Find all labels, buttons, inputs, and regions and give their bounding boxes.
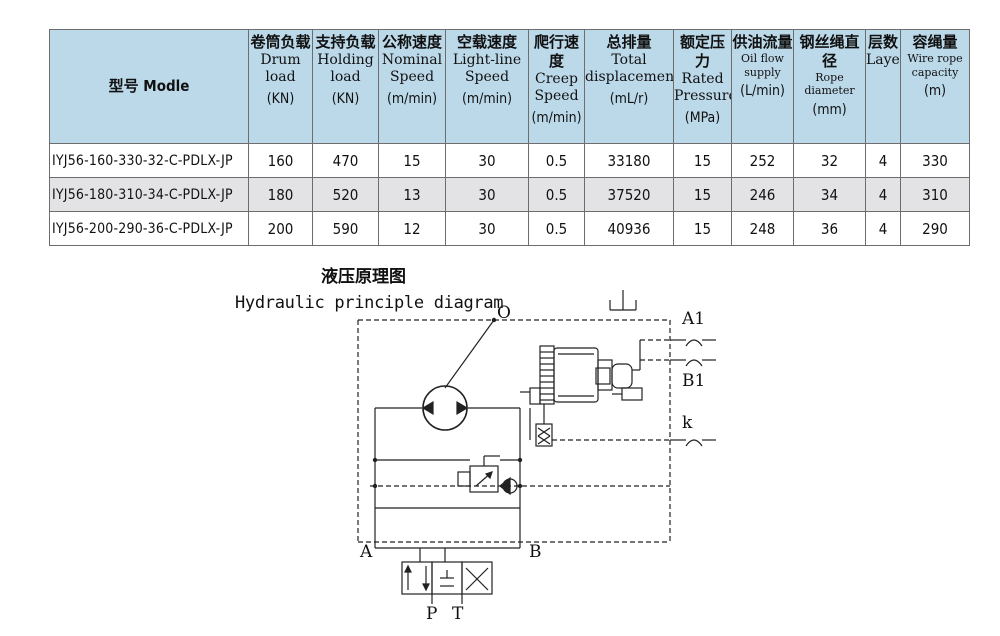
- table-cell: 15: [378, 143, 446, 178]
- table-cell: 36: [793, 211, 866, 246]
- table-cell: 4: [865, 211, 901, 246]
- table-cell: 34: [793, 177, 866, 212]
- port-b-label: B: [529, 542, 542, 562]
- table-cell: 180: [248, 177, 313, 212]
- table-cell: 0.5: [528, 211, 585, 246]
- quick-coupling-a1: [670, 339, 716, 347]
- table-row: IYJ56-200-290-36-C-PDLX-JP 200 590 12 30…: [49, 211, 970, 246]
- drain-lines: [357, 319, 671, 543]
- port-a-label: A: [359, 542, 373, 562]
- table-cell: 252: [731, 143, 794, 178]
- hydraulic-motor-symbol: [421, 385, 469, 431]
- table-cell: 32: [793, 143, 866, 178]
- winch-drum-symbol: [520, 345, 613, 447]
- table-cell: 0.5: [528, 177, 585, 212]
- brake-cylinder-symbol: [595, 340, 643, 401]
- work-lines: [374, 319, 531, 562]
- directional-valve-symbol: [401, 561, 493, 604]
- diagram-title-zh: 液压原理图: [321, 267, 406, 287]
- table-cell: 330: [900, 143, 970, 178]
- table-cell: 30: [445, 177, 529, 212]
- table-cell: 290: [900, 211, 970, 246]
- table-cell: 310: [900, 177, 970, 212]
- table-cell: 33180: [584, 143, 674, 178]
- quick-coupling-b1: [670, 359, 716, 367]
- table-cell: 13: [378, 177, 446, 212]
- table-cell: 590: [312, 211, 379, 246]
- model-header: 型号 Modle: [49, 29, 249, 144]
- table-row: IYJ56-180-310-34-C-PDLX-JP 180 520 13 30…: [49, 177, 970, 212]
- port-o-label: O: [497, 303, 511, 323]
- counterbalance-valve-symbol: [457, 455, 518, 496]
- quick-coupling-k: [670, 439, 716, 447]
- table-cell: 4: [865, 143, 901, 178]
- port-p-label: P: [426, 604, 437, 624]
- port-b1-label: B1: [682, 371, 705, 391]
- table-cell: 200: [248, 211, 313, 246]
- model-cell: IYJ56-200-290-36-C-PDLX-JP: [49, 211, 249, 246]
- table-cell: 246: [731, 177, 794, 212]
- port-t-label: T: [452, 604, 464, 624]
- table-cell: 30: [445, 211, 529, 246]
- table-cell: 15: [673, 177, 732, 212]
- table-cell: 15: [673, 211, 732, 246]
- table-cell: 12: [378, 211, 446, 246]
- table-cell: 37520: [584, 177, 674, 212]
- table-row: IYJ56-160-330-32-C-PDLX-JP 160 470 15 30…: [49, 143, 970, 178]
- port-k-label: k: [682, 413, 693, 433]
- tank-symbol: [609, 290, 637, 311]
- diagram-title-en: Hydraulic principle diagram: [235, 293, 504, 313]
- model-cell: IYJ56-180-310-34-C-PDLX-JP: [49, 177, 249, 212]
- table-cell: 248: [731, 211, 794, 246]
- table-cell: 15: [673, 143, 732, 178]
- table-cell: 40936: [584, 211, 674, 246]
- junction-dots: [372, 317, 523, 489]
- table-cell: 4: [865, 177, 901, 212]
- port-a1-label: A1: [681, 309, 705, 329]
- table-cell: 520: [312, 177, 379, 212]
- table-cell: 30: [445, 143, 529, 178]
